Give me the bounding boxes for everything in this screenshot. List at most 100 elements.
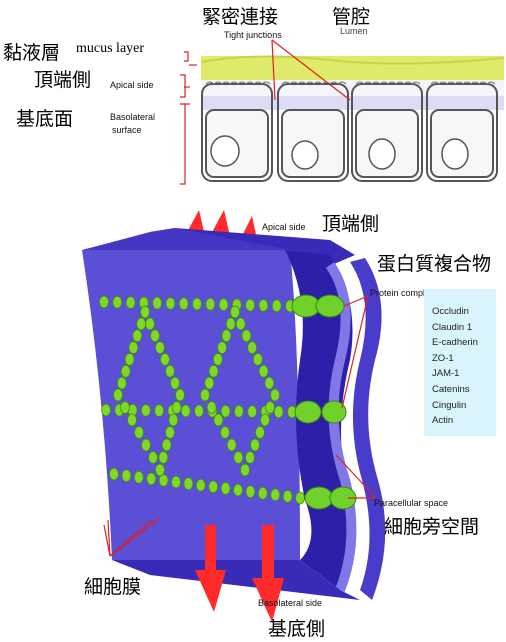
junction-bead [125,296,136,309]
junction-bead [265,401,275,414]
junction-bead [213,413,224,427]
junction-bead [208,480,219,494]
basolateral-side-en-label: Basolateral side [258,598,323,608]
junction-bead [155,341,165,354]
junction-bead [180,404,191,418]
junction-bead [128,341,139,354]
junction-bead [175,388,185,402]
junction-bead [264,376,275,390]
junction-bead [245,298,256,312]
junction-bead [116,376,127,390]
junction-bead [233,483,243,497]
junction-bead [155,463,165,477]
apical-side-cjk-label: 頂端側 [322,213,380,235]
junction-bead [168,413,179,427]
nuclei [210,135,469,170]
junction-bead [133,470,144,484]
junction-bead [160,353,170,366]
junction-bead [245,485,256,499]
arrows-down [195,525,284,622]
junction-bead [208,364,219,378]
junction-bead [141,438,151,452]
junction-bead [204,376,215,390]
junction-bead [154,404,165,417]
junction-bead [120,401,130,414]
junction-bead [217,341,228,354]
apical-en-label: Apical side [110,80,154,90]
junction-bead [161,438,172,452]
basolateral-cjk-label: 基底面 [16,108,74,130]
junction-bead [235,317,246,331]
junction-bead [205,297,216,311]
junction-bead [134,426,144,439]
protein-item: E-cadherin [432,337,478,349]
junction-bead [127,413,137,427]
junction-bead [200,388,210,402]
mucus-layer [201,56,504,80]
bottom-pointers [103,295,377,557]
lumen-en-label: Lumen [340,26,368,36]
junction-bead [140,404,151,417]
junction-bead [158,473,169,487]
junction-bead [165,364,175,378]
junction-bead [257,486,268,500]
junction-bead [165,426,175,439]
basolateral-en-label-1: Basolateral [110,112,156,122]
junction-bead [206,401,217,414]
junction-bead [212,353,223,366]
junction-bead [132,329,143,343]
junction-bead [158,451,169,464]
junction-bead [152,296,163,310]
junction-bead [247,341,258,354]
protein-item: Claudin 1 [432,321,473,333]
mucus-cjk-label: 黏液層 [3,42,61,64]
protein-complex-en-label: Protein complex [370,288,435,298]
epithelium-illustration [180,39,505,185]
junction-bead [258,364,269,378]
junction-bead [112,295,123,309]
junction-strands [99,295,305,505]
protein-item: ZO-1 [432,352,454,364]
protein-complexes [291,294,357,510]
junction-bead [230,305,240,319]
junction-bead [220,481,231,495]
protein-item: JAM-1 [432,368,460,380]
junction-bead [240,463,250,477]
junction-bead [273,405,284,419]
junction-bead [220,426,230,439]
junction-bead [271,299,282,313]
mucus-en-label: mucus layer [76,41,145,56]
basolateral-en-label-2: surface [112,125,142,135]
junction-bead [183,477,194,491]
junction-bead [192,297,202,311]
junction-bead [225,317,236,331]
junction-bead [165,297,176,310]
tight-junction-pointers [271,39,351,101]
junction-bead [260,413,270,427]
junction-bead [250,438,260,452]
junction-bead [245,451,255,464]
protein-item: Catenins [432,383,470,395]
paracellular-en-label: Paracellular space [374,498,449,508]
junction-bead [282,489,293,503]
junction-bead [194,404,204,418]
protein-complex-cjk-label: 蛋白質複合物 [377,253,492,275]
junction-bead [124,353,135,366]
junction-bead [101,403,111,417]
junction-bead [252,353,263,366]
junction-bead [233,451,244,464]
junction-bead [146,472,157,486]
apical-cjk-label: 頂端側 [34,69,92,91]
junction-bead [241,329,252,343]
lumen-cjk-label: 管腔 [332,6,371,28]
tight-junction-cjk-label: 緊密連接 [202,6,279,28]
junction-bead [233,405,244,418]
side-brackets [180,51,197,185]
junction-bead [270,488,281,502]
junction-bead [140,305,150,319]
protein-item: Cingulin [432,399,467,411]
junction-bead [221,329,232,343]
junction-bead [295,491,305,505]
junction-bead [255,426,265,439]
